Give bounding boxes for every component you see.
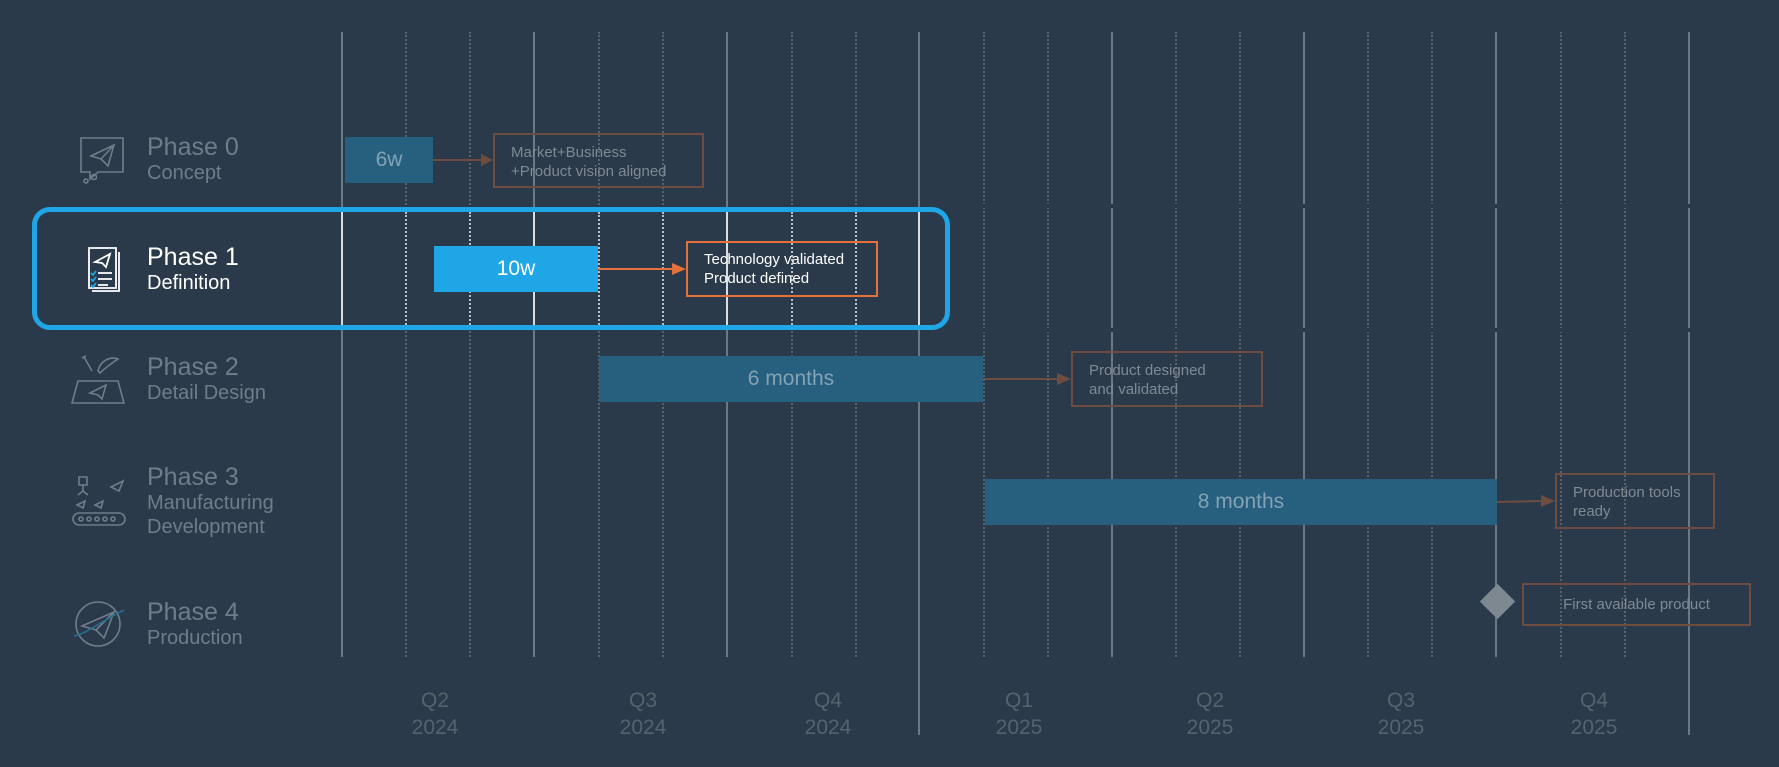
assembly-line-icon bbox=[72, 476, 126, 526]
quarter-year: 2024 bbox=[804, 716, 852, 739]
grid-line bbox=[983, 32, 985, 657]
grid-line bbox=[1431, 32, 1433, 657]
phase-2-label: Phase 2 Detail Design bbox=[147, 353, 266, 405]
grid-line bbox=[1175, 32, 1177, 657]
quarter-label: Q4 2025 bbox=[1534, 687, 1654, 741]
phase-2-milestone[interactable]: Product designed and validated bbox=[1071, 351, 1263, 407]
grid-line bbox=[1624, 32, 1626, 657]
grid-line bbox=[726, 32, 728, 657]
row-gap bbox=[950, 328, 1779, 332]
grid-line bbox=[1367, 32, 1369, 657]
phase-title: Phase 3 bbox=[147, 463, 239, 491]
quarter-name: Q3 bbox=[628, 689, 657, 712]
grid-line bbox=[855, 32, 857, 657]
phase-3-label: Phase 3 Manufacturing Development bbox=[147, 463, 274, 539]
phase-3-milestone[interactable]: Production tools ready bbox=[1555, 473, 1715, 529]
grid-line bbox=[341, 32, 343, 657]
quarter-label: Q2 2024 bbox=[375, 687, 495, 741]
quarter-year: 2024 bbox=[619, 716, 667, 739]
launch-diamond-marker bbox=[1479, 583, 1516, 620]
quarter-name: Q1 bbox=[1004, 689, 1033, 712]
paper-plane-board-icon bbox=[80, 137, 124, 184]
grid-line bbox=[791, 32, 793, 657]
grid-line bbox=[1239, 32, 1241, 657]
quarter-year: 2025 bbox=[995, 716, 1043, 739]
grid-line-highlighted bbox=[855, 212, 857, 328]
phase-3-duration-bar[interactable]: 8 months bbox=[985, 479, 1497, 525]
grid-line bbox=[1495, 32, 1497, 657]
grid-line bbox=[1303, 32, 1305, 657]
row-gap bbox=[950, 204, 1779, 208]
grid-line bbox=[469, 32, 471, 657]
phase-title: Phase 2 bbox=[147, 353, 239, 381]
quarter-name: Q2 bbox=[420, 689, 449, 712]
phase-0-duration-bar[interactable]: 6w bbox=[345, 137, 433, 183]
grid-line bbox=[1111, 32, 1113, 657]
grid-line bbox=[1688, 32, 1690, 735]
grid-line bbox=[598, 32, 600, 657]
phase-subtitle: Concept bbox=[147, 162, 222, 184]
arrow-connector bbox=[598, 263, 686, 275]
grid-line-highlighted bbox=[791, 212, 793, 328]
quarter-year: 2024 bbox=[411, 716, 459, 739]
design-tools-icon bbox=[70, 355, 126, 404]
phase-1-highlight-frame[interactable] bbox=[32, 207, 950, 330]
grid-line bbox=[662, 32, 664, 657]
grid-line-highlighted bbox=[341, 212, 343, 328]
grid-line bbox=[1560, 32, 1562, 657]
phase-1-duration-bar[interactable]: 10w bbox=[434, 246, 598, 292]
phase-1-label: Phase 1 Definition bbox=[147, 243, 239, 295]
quarter-year: 2025 bbox=[1570, 716, 1618, 739]
phase-title: Phase 0 bbox=[147, 133, 239, 161]
grid-line bbox=[405, 32, 407, 657]
quarter-label: Q4 2024 bbox=[768, 687, 888, 741]
arrow-connector bbox=[983, 373, 1071, 385]
phase-subtitle: Definition bbox=[147, 272, 231, 294]
grid-line-highlighted bbox=[405, 212, 407, 328]
phase-subtitle: Detail Design bbox=[147, 382, 266, 404]
phase-subtitle: Production bbox=[147, 627, 243, 649]
grid-line bbox=[1047, 32, 1049, 657]
phase-0-label: Phase 0 Concept bbox=[147, 133, 239, 185]
phase-0-milestone[interactable]: Market+Business +Product vision aligned bbox=[493, 133, 704, 188]
phase-title: Phase 4 bbox=[147, 598, 239, 626]
quarter-label: Q2 2025 bbox=[1150, 687, 1270, 741]
quarter-name: Q4 bbox=[1579, 689, 1608, 712]
phase-subtitle: Manufacturing bbox=[147, 492, 274, 514]
phase-1-milestone[interactable]: Technology validated Product defined bbox=[686, 241, 878, 297]
phase-subtitle-line-2: Development bbox=[147, 516, 265, 538]
phase-4-label: Phase 4 Production bbox=[147, 598, 243, 650]
quarter-label: Q3 2024 bbox=[583, 687, 703, 741]
quarter-name: Q2 bbox=[1195, 689, 1224, 712]
quarter-year: 2025 bbox=[1377, 716, 1425, 739]
quarter-label: Q3 2025 bbox=[1341, 687, 1461, 741]
grid-line-highlighted bbox=[726, 212, 728, 328]
arrow-connector bbox=[433, 154, 493, 166]
quarter-label: Q1 2025 bbox=[959, 687, 1079, 741]
phase-2-duration-bar[interactable]: 6 months bbox=[599, 356, 983, 402]
quarter-name: Q4 bbox=[813, 689, 842, 712]
quarter-name: Q3 bbox=[1386, 689, 1415, 712]
phase-title: Phase 1 bbox=[147, 243, 239, 271]
quarter-year: 2025 bbox=[1186, 716, 1234, 739]
grid-line bbox=[533, 32, 535, 657]
plane-globe-icon bbox=[73, 601, 125, 647]
checklist-document-icon bbox=[88, 247, 120, 292]
arrow-connector bbox=[1496, 495, 1555, 507]
grid-line-highlighted bbox=[918, 212, 920, 328]
phase-4-milestone[interactable]: First available product bbox=[1522, 583, 1751, 626]
